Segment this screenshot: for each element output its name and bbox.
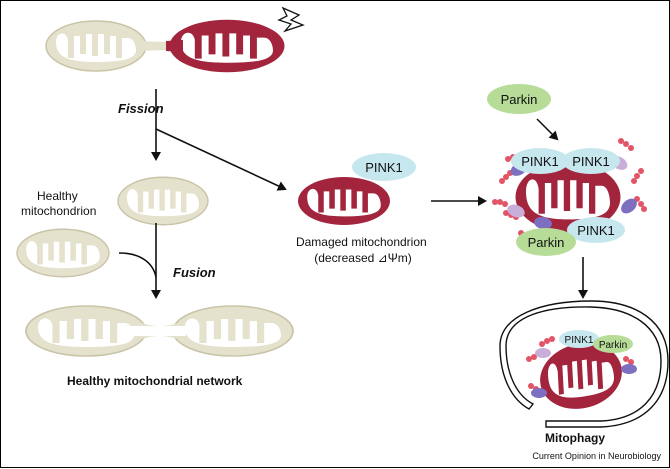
healthy-mito-upper <box>117 176 209 226</box>
svg-text:Parkin: Parkin <box>501 92 538 107</box>
pink1-badge-middle: PINK1 <box>352 153 416 181</box>
parkin-badge-free: Parkin <box>487 84 551 114</box>
fusion-label: Fusion <box>173 265 216 280</box>
source-credit: Current Opinion in Neurobiology <box>532 451 661 461</box>
svg-text:Parkin: Parkin <box>599 340 627 351</box>
damaged-mito-label: Damaged mitochondrion (decreased ⊿Ψm) <box>296 235 430 265</box>
pink1-badge-mitophagy: PINK1 <box>559 330 599 348</box>
svg-text:Parkin: Parkin <box>528 235 565 250</box>
svg-text:PINK1: PINK1 <box>577 223 615 238</box>
healthy-network <box>25 305 294 357</box>
healthy-mito-label: Healthy mitochondrion <box>21 189 96 218</box>
healthy-half <box>45 20 147 72</box>
autophagosome: PINK1 Parkin <box>499 300 669 428</box>
pink1-badge-r1: PINK1 <box>511 148 569 174</box>
tagged-mitochondrion: PINK1 PINK1 PINK1 Parkin <box>492 138 647 256</box>
lightning-bolt-icon <box>277 6 305 33</box>
parkin-badge-mitophagy: Parkin <box>593 335 633 353</box>
svg-text:PINK1: PINK1 <box>365 160 403 175</box>
fusion-arrows <box>118 223 161 299</box>
mitophagy-label: Mitophagy <box>545 431 605 445</box>
damaged-half <box>169 19 285 73</box>
parkin-badge-bound: Parkin <box>516 228 576 256</box>
svg-text:PINK1: PINK1 <box>521 154 559 169</box>
svg-text:PINK1: PINK1 <box>565 335 594 346</box>
svg-text:PINK1: PINK1 <box>572 154 610 169</box>
fission-mitochondrion <box>45 19 285 73</box>
fission-arrows <box>151 89 287 191</box>
damaged-mitochondrion <box>298 177 390 225</box>
pink1-badge-r3: PINK1 <box>567 217 625 243</box>
pink1-badge-r2: PINK1 <box>562 148 620 174</box>
arrow-parkin-recruit <box>536 118 559 141</box>
healthy-network-label: Healthy mitochondrial network <box>67 374 243 388</box>
healthy-mito-lower <box>16 228 110 278</box>
fission-label: Fission <box>118 101 164 116</box>
